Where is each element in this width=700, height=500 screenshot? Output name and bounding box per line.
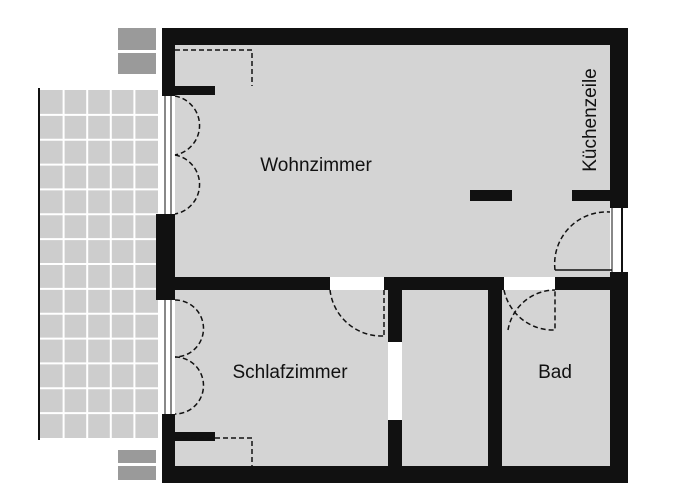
walls bbox=[156, 28, 628, 483]
label-kitchenette: Küchenzeile bbox=[580, 68, 601, 172]
planter-top-line bbox=[118, 50, 156, 53]
wall-right-lower bbox=[610, 272, 628, 483]
wall-right-upper bbox=[610, 28, 628, 208]
label-bath: Bad bbox=[538, 362, 572, 383]
wall-left-top bbox=[162, 28, 175, 96]
label-living-room: Wohnzimmer bbox=[260, 155, 372, 176]
wall-bedroom-hall-upper bbox=[388, 290, 402, 342]
balcony-door-swing-2 bbox=[174, 154, 201, 215]
balcony-door-swing-3 bbox=[174, 299, 205, 358]
wall-living-bath bbox=[555, 277, 610, 290]
entrance-door bbox=[555, 208, 628, 272]
door-swings bbox=[174, 49, 611, 466]
bath-floor bbox=[502, 290, 610, 466]
living-window bbox=[162, 96, 174, 214]
wardrobe-bottom bbox=[175, 437, 253, 466]
kitchen-counter-end bbox=[572, 190, 610, 201]
wall-living-bedroom bbox=[175, 277, 330, 290]
wall-top bbox=[162, 28, 628, 45]
hallway-floor bbox=[402, 290, 488, 466]
balcony-tile-grid bbox=[40, 90, 158, 438]
bath-door-swing-arc bbox=[507, 289, 556, 331]
wardrobe-top bbox=[175, 49, 253, 86]
balcony-windows bbox=[162, 96, 174, 414]
room-labels: Wohnzimmer Küchenzeile Schlafzimmer Bad bbox=[232, 68, 601, 383]
balcony bbox=[38, 88, 158, 440]
living-room-floor bbox=[175, 45, 610, 277]
wall-bottom bbox=[162, 466, 628, 483]
sill-lower bbox=[175, 432, 215, 441]
room-floors bbox=[175, 45, 610, 466]
wall-bedroom-hall-lower bbox=[388, 420, 402, 466]
entrance-door-swing bbox=[553, 211, 611, 271]
balcony-edge bbox=[38, 88, 40, 440]
label-bedroom: Schlafzimmer bbox=[232, 362, 348, 383]
balcony-door-swing-1 bbox=[174, 95, 201, 156]
wall-left-middle bbox=[156, 214, 175, 300]
wall-hall-bath bbox=[488, 290, 502, 466]
planter-bottom-line bbox=[118, 463, 156, 466]
balcony-door-swing-4 bbox=[174, 356, 205, 415]
planters bbox=[118, 28, 156, 480]
wall-left-bottom bbox=[162, 414, 175, 483]
wall-living-hallway bbox=[384, 277, 504, 290]
bath-door-swing bbox=[503, 289, 556, 331]
bedroom-window bbox=[162, 300, 174, 414]
bedroom-door-swing bbox=[329, 289, 385, 337]
kitchen-island bbox=[470, 190, 512, 201]
sill-upper bbox=[175, 86, 215, 95]
